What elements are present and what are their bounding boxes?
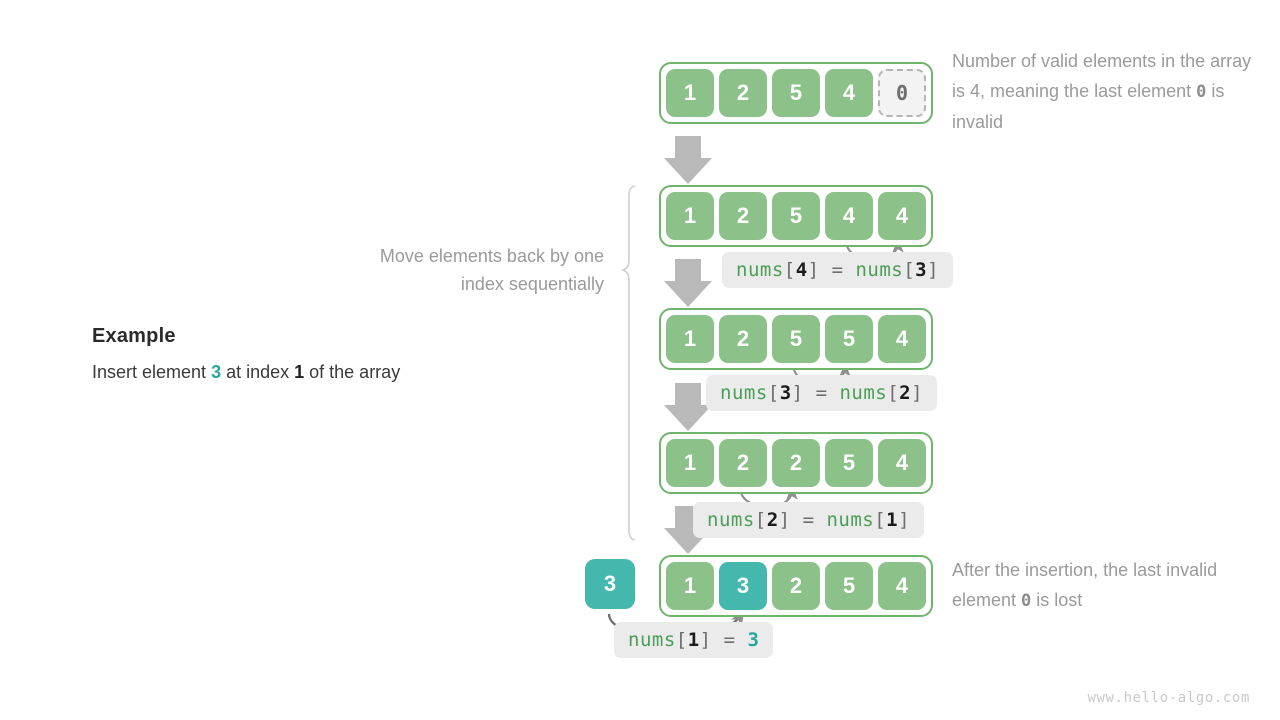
array-cell: 5 (825, 439, 873, 487)
array-cell: 2 (719, 192, 767, 240)
code-lhs-index: 4 (795, 259, 808, 281)
grouping-brace (620, 185, 635, 541)
array-cell: 5 (772, 315, 820, 363)
note-top-text-1: Number of valid elements in the array is… (952, 51, 1252, 101)
code-lhs-name: nums (720, 382, 768, 404)
example-title: Example (92, 325, 176, 347)
note-bottom-text-2: is lost (1031, 590, 1083, 610)
array-cell: 2 (719, 315, 767, 363)
down-arrow-2 (664, 259, 712, 307)
code-lhs-name: nums (628, 629, 676, 651)
code-nums2: nums[2] = nums[1] (693, 502, 925, 538)
note-top-text-2: is invalid (952, 81, 1225, 132)
note-top-zero: 0 (1196, 82, 1207, 102)
code-bracket: ] (898, 509, 911, 531)
watermark: www.hello-algo.com (1087, 690, 1250, 706)
code-lhs-index: 1 (687, 629, 700, 651)
down-arrow-3 (664, 383, 712, 431)
example-value: 3 (211, 362, 222, 382)
example-text-suffix: of the array (304, 362, 401, 382)
array-cell: 2 (719, 69, 767, 117)
code-rhs-value: 3 (747, 629, 760, 651)
insert-value-box: 3 (585, 559, 635, 609)
code-lhs-index: 3 (779, 382, 792, 404)
array-cell: 5 (825, 562, 873, 610)
array-cell: 1 (666, 562, 714, 610)
code-bracket: [ (887, 382, 900, 404)
array-cell: 4 (878, 315, 926, 363)
code-nums3: nums[3] = nums[2] (706, 375, 938, 411)
note-shift-elements: Move elements back by one index sequenti… (379, 246, 604, 294)
code-lhs-name: nums (707, 509, 755, 531)
array-cell: 3 (719, 562, 767, 610)
code-nums4: nums[4] = nums[3] (722, 252, 954, 288)
array-cell: 1 (666, 192, 714, 240)
code-bracket: [ (783, 259, 796, 281)
array-cell: 2 (772, 439, 820, 487)
note-bottom-text-1: After the insertion, the last invalid el… (952, 560, 1218, 610)
code-bracket: ] (791, 382, 804, 404)
array-cell: 5 (772, 69, 820, 117)
code-rhs-index: 2 (899, 382, 912, 404)
code-bracket: ] (778, 509, 791, 531)
code-rhs-name: nums (855, 259, 904, 281)
code-bracket: [ (754, 509, 767, 531)
array-cell: 1 (666, 315, 714, 363)
note-initial-array: Number of valid elements in the array is… (952, 46, 1262, 137)
note-final-array: After the insertion, the last invalid el… (952, 555, 1262, 616)
array-cell: 1 (666, 69, 714, 117)
array-cell: 2 (719, 439, 767, 487)
code-equals: = (790, 509, 827, 531)
array-cell: 1 (666, 439, 714, 487)
array-cell: 4 (825, 69, 873, 117)
code-bracket: ] (699, 629, 712, 651)
array-cell: 2 (772, 562, 820, 610)
code-rhs-index: 1 (886, 509, 899, 531)
code-rhs-name: nums (839, 382, 888, 404)
example-index: 1 (294, 362, 305, 382)
array-cell: 4 (878, 192, 926, 240)
code-bracket: ] (911, 382, 924, 404)
example-block: Example Insert element 3 at index 1 of t… (92, 325, 572, 383)
array-cell: 0 (878, 69, 926, 117)
code-equals: = (803, 382, 840, 404)
array-cell: 5 (825, 315, 873, 363)
code-equals: = (819, 259, 856, 281)
code-rhs-name: nums (826, 509, 875, 531)
code-bracket: [ (675, 629, 688, 651)
code-lhs-name: nums (736, 259, 784, 281)
code-bracket: ] (927, 259, 940, 281)
down-arrow-1 (664, 136, 712, 184)
code-rhs-index: 3 (915, 259, 928, 281)
code-equals: = (711, 629, 748, 651)
code-bracket: ] (807, 259, 820, 281)
example-text-prefix: Insert element (92, 362, 212, 382)
example-text-mid: at index (221, 362, 295, 382)
note-bottom-zero: 0 (1021, 591, 1032, 611)
array-cell: 5 (772, 192, 820, 240)
code-lhs-index: 2 (766, 509, 779, 531)
code-bracket: [ (767, 382, 780, 404)
array-cell: 4 (878, 562, 926, 610)
array-cell: 4 (878, 439, 926, 487)
code-bracket: [ (903, 259, 916, 281)
code-nums1: nums[1] = 3 (614, 622, 774, 658)
example-description: Insert element 3 at index 1 of the array (92, 362, 572, 383)
array-cell: 4 (825, 192, 873, 240)
code-bracket: [ (874, 509, 887, 531)
